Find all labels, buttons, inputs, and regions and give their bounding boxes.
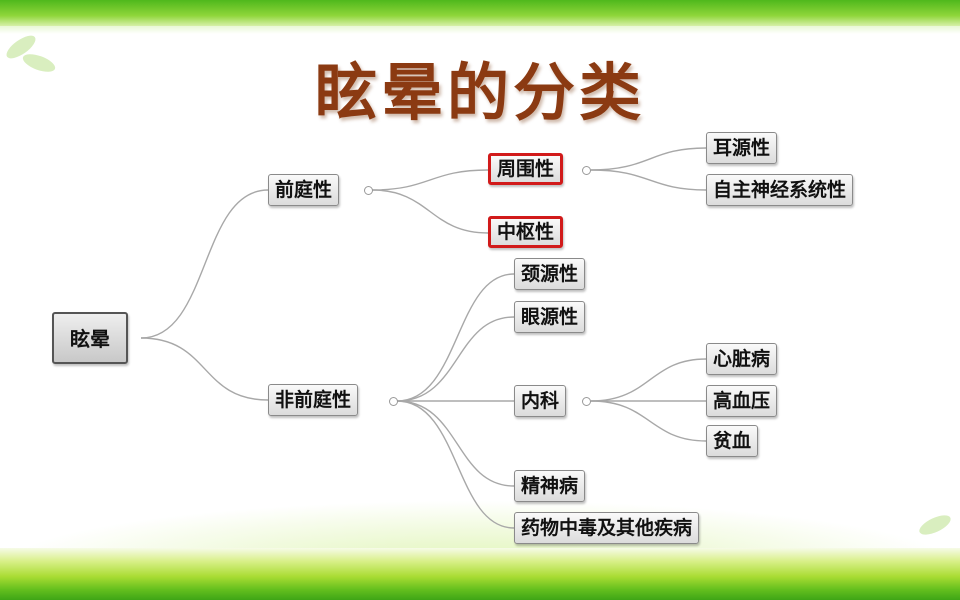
node-root[interactable]: 眩晕 xyxy=(52,312,128,364)
node-drug-toxicity[interactable]: 药物中毒及其他疾病 xyxy=(514,512,700,544)
link-nonvest-psychiatric xyxy=(396,400,515,487)
slide-title: 眩晕的分类 xyxy=(314,56,645,129)
node-ear-origin[interactable]: 耳源性 xyxy=(706,132,778,164)
collapse-toggle-icon[interactable] xyxy=(582,166,591,175)
link-vestibular-peripheral xyxy=(371,169,489,191)
node-peripheral[interactable]: 周围性 xyxy=(488,153,564,185)
link-internal-anemia xyxy=(590,400,707,442)
top-green-band xyxy=(0,0,960,26)
node-heart-disease[interactable]: 心脏病 xyxy=(706,343,778,375)
top-band-fade xyxy=(0,26,960,34)
node-cervical[interactable]: 颈源性 xyxy=(514,258,586,290)
node-psychiatric[interactable]: 精神病 xyxy=(514,470,586,502)
bottom-green-band xyxy=(0,548,960,600)
node-anemia[interactable]: 贫血 xyxy=(706,425,759,457)
link-nonvest-ocular xyxy=(396,316,515,402)
node-vestibular[interactable]: 前庭性 xyxy=(268,174,340,206)
link-vestibular-central xyxy=(371,189,489,234)
collapse-toggle-icon[interactable] xyxy=(364,186,373,195)
node-internal-medicine[interactable]: 内科 xyxy=(514,385,567,417)
collapse-toggle-icon[interactable] xyxy=(582,397,591,406)
link-root-vestibular xyxy=(140,189,269,339)
node-hypertension[interactable]: 高血压 xyxy=(706,385,778,417)
link-nonvest-drug xyxy=(396,400,515,529)
node-non-vestibular[interactable]: 非前庭性 xyxy=(268,384,359,416)
node-autonomic[interactable]: 自主神经系统性 xyxy=(706,174,854,206)
collapse-toggle-icon[interactable] xyxy=(389,397,398,406)
link-root-nonvestibular xyxy=(140,337,269,401)
link-nonvest-cervical xyxy=(396,273,515,402)
link-internal-heart xyxy=(590,358,707,402)
link-peripheral-autonomic xyxy=(590,169,707,191)
link-peripheral-ear xyxy=(590,147,707,171)
node-central[interactable]: 中枢性 xyxy=(488,216,564,248)
node-ocular[interactable]: 眼源性 xyxy=(514,301,586,333)
